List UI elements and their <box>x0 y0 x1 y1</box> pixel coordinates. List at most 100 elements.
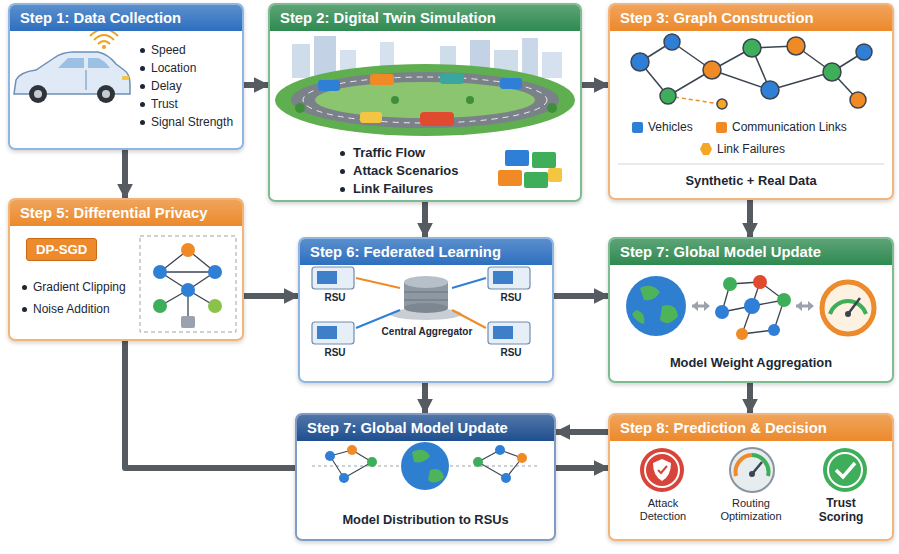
aggregation-illustration-part <box>723 277 737 291</box>
legend-item: Vehicles <box>632 120 693 134</box>
text-slot: Speed <box>140 43 186 57</box>
text-slot: Central Aggregator <box>362 326 492 337</box>
federated-illustration-part <box>356 278 400 288</box>
federated-illustration-part <box>317 271 337 284</box>
decision-icons-part <box>640 448 684 492</box>
aggregation-illustration-part <box>753 275 767 289</box>
icon-label: RSU <box>308 347 362 358</box>
federated-illustration-part-part <box>312 267 354 289</box>
decision-icons-part <box>658 466 667 473</box>
federated-illustration-part <box>452 310 486 328</box>
flow-arrow <box>582 82 608 88</box>
city-illustration-part <box>532 152 556 168</box>
federated-illustration-part <box>404 276 448 288</box>
text-slot: Noise Addition <box>22 302 110 316</box>
text-slot: Step 7: Global Model Update <box>610 239 892 265</box>
graph-illustration-part <box>823 63 841 81</box>
privacy-network-illustration-part <box>153 299 167 313</box>
icon-label: Routing Optimization <box>706 497 796 522</box>
distribution-illustration-part <box>495 445 505 455</box>
federated-illustration-part <box>356 310 400 328</box>
icon-label: RSU <box>484 292 538 303</box>
graph-illustration-part <box>743 39 761 57</box>
graph-illustration-part <box>664 34 680 50</box>
flow-arrow <box>125 341 295 468</box>
graph-illustration-part <box>660 88 676 104</box>
aggregation-illustration-part <box>632 286 678 324</box>
text-slot: Step 2: Digital Twin Simulation <box>270 5 580 31</box>
step-box: Step 3: Graph ConstructionSynthetic + Re… <box>608 3 894 200</box>
icon-label: Trust Scoring <box>806 497 876 525</box>
icon-label: Attack Detection <box>630 497 696 522</box>
graph-illustration-part <box>717 99 727 109</box>
graph-illustration <box>618 34 884 164</box>
aggregation-illustration-part <box>768 324 780 336</box>
aggregation-illustration-part <box>796 301 814 311</box>
city-illustration-part <box>295 103 305 113</box>
aggregation-illustration-part <box>777 293 791 307</box>
text-slot: Model Weight Aggregation <box>610 355 892 370</box>
car-illustration-part <box>97 85 115 103</box>
graph-illustration-part <box>631 53 649 71</box>
legend-swatch <box>700 143 712 155</box>
text-slot: DP-SGD <box>27 239 96 260</box>
flow-arrow <box>244 293 298 299</box>
privacy-network-illustration-part-part <box>160 271 215 272</box>
text-slot: Step 7: Global Model Update <box>297 415 554 441</box>
car-illustration-part <box>102 90 110 98</box>
legend-text: Vehicles <box>648 120 693 134</box>
bullet-text: Traffic Flow <box>340 145 425 160</box>
distribution-illustration-part <box>412 450 444 483</box>
icon-label: RSU <box>308 292 362 303</box>
city-illustration-part <box>548 168 562 182</box>
text-slot: Gradient Clipping <box>22 280 126 294</box>
legend-text: Link Failures <box>717 142 785 156</box>
city-illustration-part <box>522 38 538 78</box>
city-illustration-part <box>440 73 464 84</box>
bullet-text: Noise Addition <box>22 302 110 316</box>
federated-illustration-part-part <box>312 322 354 344</box>
flow-arrow <box>747 200 753 237</box>
distribution-illustration-part <box>367 457 377 467</box>
federated-illustration-part <box>404 292 448 293</box>
distribution-illustration-part <box>325 451 335 461</box>
federated-illustration-part-part <box>488 322 530 344</box>
step-box: Step 7: Global Model UpdateModel Weight … <box>608 237 894 383</box>
text-slot: Routing Optimization <box>706 497 796 522</box>
legend-text: Communication Links <box>732 120 847 134</box>
aggregation-illustration-part <box>845 311 851 317</box>
bullet-text: Signal Strength <box>140 115 233 129</box>
bullet-text: Gradient Clipping <box>22 280 126 294</box>
graph-illustration-part <box>618 164 884 165</box>
distribution-illustration-part <box>347 445 357 455</box>
legend-swatch <box>632 122 643 133</box>
city-illustration-part <box>318 80 340 91</box>
text-slot: Attack Detection <box>630 497 696 522</box>
federated-illustration-part <box>404 300 448 301</box>
legend-item: Communication Links <box>716 120 847 134</box>
car-illustration-part <box>58 58 84 68</box>
text-slot: Step 5: Differential Privacy <box>10 200 242 226</box>
aggregation-illustration-part <box>822 282 874 334</box>
privacy-network-illustration-part <box>208 299 222 313</box>
federated-illustration-part <box>493 326 513 339</box>
federated-illustration-part <box>452 278 486 288</box>
text-slot: Delay <box>140 79 182 93</box>
privacy-network-illustration-part <box>181 316 195 328</box>
city-illustration-part <box>275 64 575 136</box>
car-illustration-part <box>122 76 129 80</box>
federated-illustration-part <box>493 271 513 284</box>
text-slot: RSU <box>308 347 362 358</box>
step-box: Step 8: Prediction & DecisionAttack Dete… <box>608 413 894 541</box>
legend-swatch <box>716 122 727 133</box>
city-illustration-part <box>370 74 394 85</box>
car-illustration-part <box>14 52 130 94</box>
caption-text: Synthetic + Real Data <box>610 173 892 188</box>
text-slot: Step 1: Data Collection <box>10 5 242 31</box>
icon-label: RSU <box>484 347 538 358</box>
text-slot: Synthetic + Real Data <box>610 173 892 188</box>
step-title: Step 5: Differential Privacy <box>10 200 242 226</box>
privacy-network-illustration-part <box>181 243 195 257</box>
step-title: Step 7: Global Model Update <box>610 239 892 265</box>
